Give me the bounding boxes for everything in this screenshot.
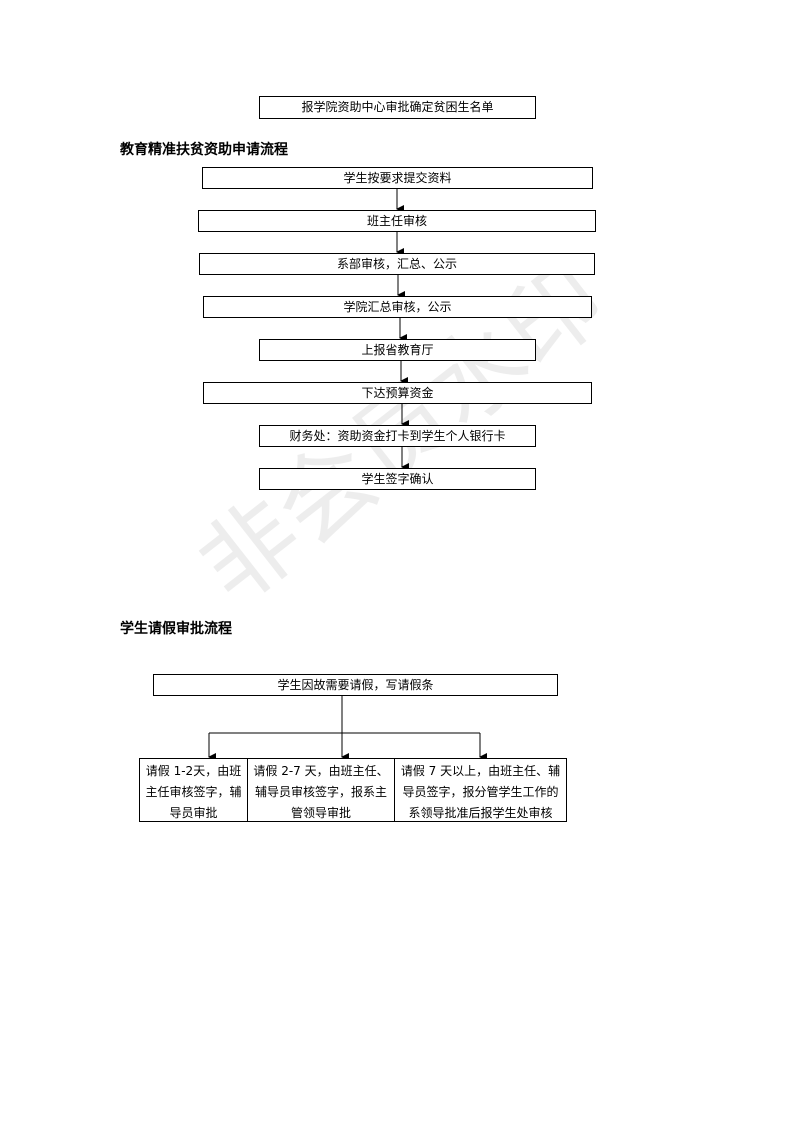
flow-step-budget: 下达预算资金	[203, 382, 592, 404]
section2-title: 学生请假审批流程	[120, 621, 232, 637]
flow-step-student-sign: 学生签字确认	[259, 468, 536, 490]
flow-step-department-review: 系部审核，汇总、公示	[199, 253, 595, 275]
leave-request-box: 学生因故需要请假，写请假条	[153, 674, 558, 696]
flow-step-finance-transfer: 财务处：资助资金打卡到学生个人银行卡	[259, 425, 536, 447]
top-approval-box: 报学院资助中心审批确定贫困生名单	[259, 96, 536, 119]
leave-branch-medium: 请假 2-7 天，由班主任、辅导员审核签字，报系主管领导审批	[247, 758, 395, 822]
leave-branch-short: 请假 1-2天，由班主任审核签字，辅导员审批	[139, 758, 248, 822]
flow-step-teacher-review: 班主任审核	[198, 210, 596, 232]
section1-title: 教育精准扶贫资助申请流程	[120, 142, 288, 158]
flow-step-college-review: 学院汇总审核，公示	[203, 296, 592, 318]
flow-step-submit: 学生按要求提交资料	[202, 167, 593, 189]
flow-step-report-province: 上报省教育厅	[259, 339, 536, 361]
leave-branch-long: 请假 7 天以上，由班主任、辅导员签字，报分管学生工作的系领导批准后报学生处审核	[394, 758, 567, 822]
